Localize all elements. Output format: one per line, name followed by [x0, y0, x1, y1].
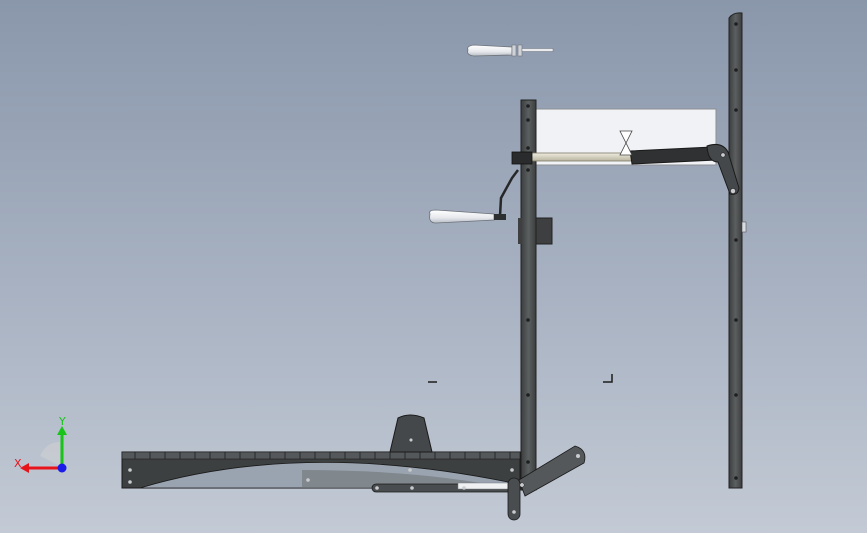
clamp-knob-top — [619, 130, 633, 144]
crank-grip — [429, 209, 495, 224]
spare-handle — [467, 44, 554, 57]
seat-backrest — [389, 414, 433, 453]
drawing-mark-right — [603, 374, 613, 383]
foot-lever — [518, 445, 586, 497]
base-frame — [121, 451, 521, 489]
adjustment-arm — [511, 130, 740, 195]
lower-linkage — [371, 445, 586, 521]
slide-rod — [529, 152, 633, 162]
crank-handle — [429, 169, 519, 224]
arm-link — [706, 144, 740, 195]
rod-collar — [511, 151, 533, 165]
foot-pedal-arm — [507, 477, 521, 521]
right-upright-post — [728, 12, 747, 489]
post-bracket-back — [518, 218, 522, 244]
post-holes — [734, 22, 738, 480]
z-axis-dot — [57, 463, 67, 473]
x-axis-label: X — [14, 457, 22, 470]
coordinate-triad-icon: Y X — [14, 416, 67, 473]
seat-rail — [121, 451, 521, 460]
clamp-knob-bottom — [619, 142, 633, 156]
post-bracket — [535, 217, 553, 245]
seat-ribs — [134, 452, 511, 459]
y-axis-label: Y — [58, 416, 66, 428]
